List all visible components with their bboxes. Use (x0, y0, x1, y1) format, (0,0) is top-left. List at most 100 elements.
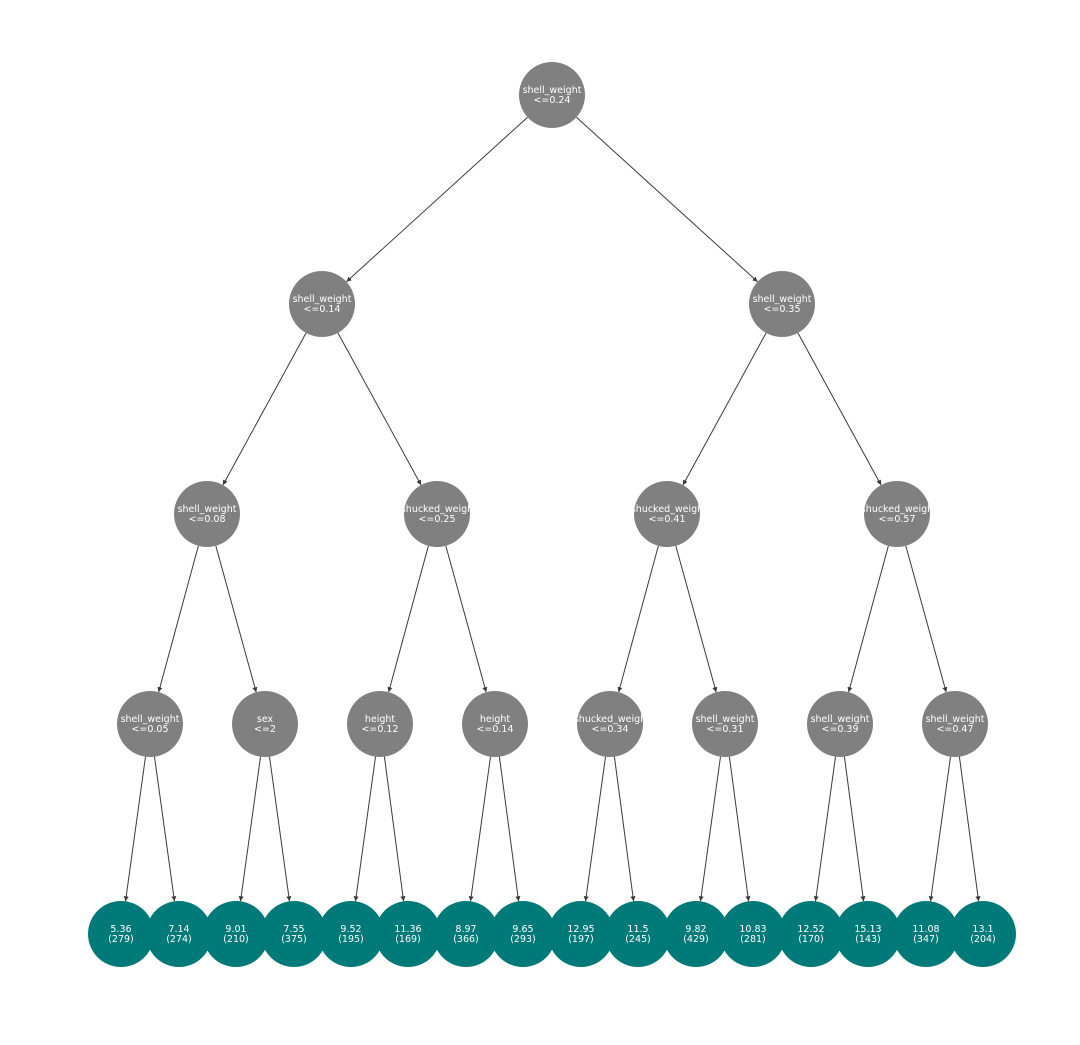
tree-edge (617, 545, 659, 693)
split-threshold-label: <=0.14 (303, 304, 340, 315)
split-node: shucked_weigh<=0.25 (404, 481, 470, 547)
tree-edge (387, 545, 429, 693)
tree-edge (847, 545, 889, 693)
leaf-node: 12.52(170) (778, 901, 844, 967)
split-feature-label: shell_weight (753, 294, 812, 305)
split-node: height<=0.12 (347, 691, 413, 757)
split-node-circle (692, 691, 758, 757)
leaf-count-label: (274) (166, 934, 192, 945)
leaf-count-label: (204) (970, 934, 996, 945)
leaf-count-label: (170) (798, 934, 824, 945)
split-threshold-label: <=0.34 (591, 724, 628, 735)
split-threshold-label: <=0.57 (878, 514, 915, 525)
split-feature-label: shell_weight (293, 294, 352, 305)
leaf-node: 8.97(366) (433, 901, 499, 967)
tree-edge (583, 756, 606, 902)
leaf-node: 5.36(279) (88, 901, 154, 967)
tree-edge (958, 756, 981, 902)
leaf-node: 9.01(210) (203, 901, 269, 967)
leaf-node: 15.13(143) (835, 901, 901, 967)
tree-edge (123, 756, 146, 902)
leaf-node-circle (663, 901, 729, 967)
leaf-node: 11.08(347) (893, 901, 959, 967)
split-node-circle (807, 691, 873, 757)
leaf-count-label: (245) (625, 934, 651, 945)
tree-edge (383, 756, 406, 902)
leaf-value-label: 11.36 (394, 924, 421, 935)
split-node-circle (519, 62, 585, 128)
split-feature-label: shucked_weigh (631, 504, 703, 515)
split-feature-label: shell_weight (121, 714, 180, 725)
leaf-value-label: 13.1 (972, 924, 993, 935)
leaf-node: 12.95(197) (548, 901, 614, 967)
leaf-value-label: 9.65 (512, 924, 533, 935)
leaf-node-circle (88, 901, 154, 967)
split-feature-label: shell_weight (178, 504, 237, 515)
split-threshold-label: <=0.05 (131, 724, 168, 735)
split-feature-label: shucked_weigh (574, 714, 646, 725)
split-feature-label: shucked_weigh (861, 504, 933, 515)
split-node: shell_weight<=0.47 (922, 691, 988, 757)
tree-edge (698, 756, 721, 902)
split-node-circle (864, 481, 930, 547)
split-node-circle (749, 271, 815, 337)
tree-edge (682, 332, 767, 486)
split-node-circle (404, 481, 470, 547)
split-feature-label: height (365, 714, 396, 725)
leaf-node-circle (778, 901, 844, 967)
leaf-value-label: 9.01 (225, 924, 246, 935)
split-feature-label: shell_weight (696, 714, 755, 725)
leaf-value-label: 11.5 (627, 924, 648, 935)
leaf-count-label: (347) (913, 934, 939, 945)
tree-edge (353, 756, 376, 902)
tree-edge (928, 756, 951, 902)
split-threshold-label: <=0.24 (533, 95, 570, 106)
tree-edge (154, 756, 177, 902)
leaf-node-circle (203, 901, 269, 967)
tree-edge (728, 756, 751, 902)
tree-edge (222, 332, 307, 486)
tree-edge (576, 116, 758, 283)
leaf-count-label: (366) (453, 934, 479, 945)
split-feature-label: shell_weight (811, 714, 870, 725)
tree-edge (269, 756, 292, 902)
leaf-value-label: 8.97 (455, 924, 476, 935)
split-node-circle (634, 481, 700, 547)
split-node-circle (232, 691, 298, 757)
split-feature-label: height (480, 714, 511, 725)
split-node: height<=0.14 (462, 691, 528, 757)
leaf-value-label: 15.13 (854, 924, 881, 935)
split-threshold-label: <=2 (254, 724, 276, 735)
leaf-count-label: (210) (223, 934, 249, 945)
split-node-circle (922, 691, 988, 757)
split-threshold-label: <=0.41 (648, 514, 685, 525)
leaf-node: 10.83(281) (720, 901, 786, 967)
split-feature-label: shell_weight (523, 85, 582, 96)
leaf-value-label: 7.55 (283, 924, 304, 935)
leaf-count-label: (293) (510, 934, 536, 945)
leaf-node: 9.52(195) (318, 901, 384, 967)
leaf-node-circle (720, 901, 786, 967)
split-node: shell_weight<=0.24 (519, 62, 585, 128)
leaf-value-label: 7.14 (168, 924, 189, 935)
leaf-value-label: 9.52 (340, 924, 361, 935)
leaf-node-circle (490, 901, 556, 967)
leaf-count-label: (429) (683, 934, 709, 945)
leaf-node: 7.55(375) (261, 901, 327, 967)
split-node-circle (289, 271, 355, 337)
split-node-circle (174, 481, 240, 547)
split-node-circle (462, 691, 528, 757)
tree-edge (468, 756, 491, 902)
leaf-count-label: (375) (281, 934, 307, 945)
leaf-count-label: (169) (395, 934, 421, 945)
split-node: shell_weight<=0.14 (289, 271, 355, 337)
leaf-node: 9.82(429) (663, 901, 729, 967)
leaf-node-circle (318, 901, 384, 967)
leaf-node: 13.1(204) (950, 901, 1016, 967)
tree-edge (905, 545, 948, 693)
tree-edge (238, 756, 261, 902)
leaf-value-label: 5.36 (110, 924, 131, 935)
split-feature-label: sex (257, 714, 274, 725)
split-node-circle (347, 691, 413, 757)
split-threshold-label: <=0.47 (936, 724, 973, 735)
